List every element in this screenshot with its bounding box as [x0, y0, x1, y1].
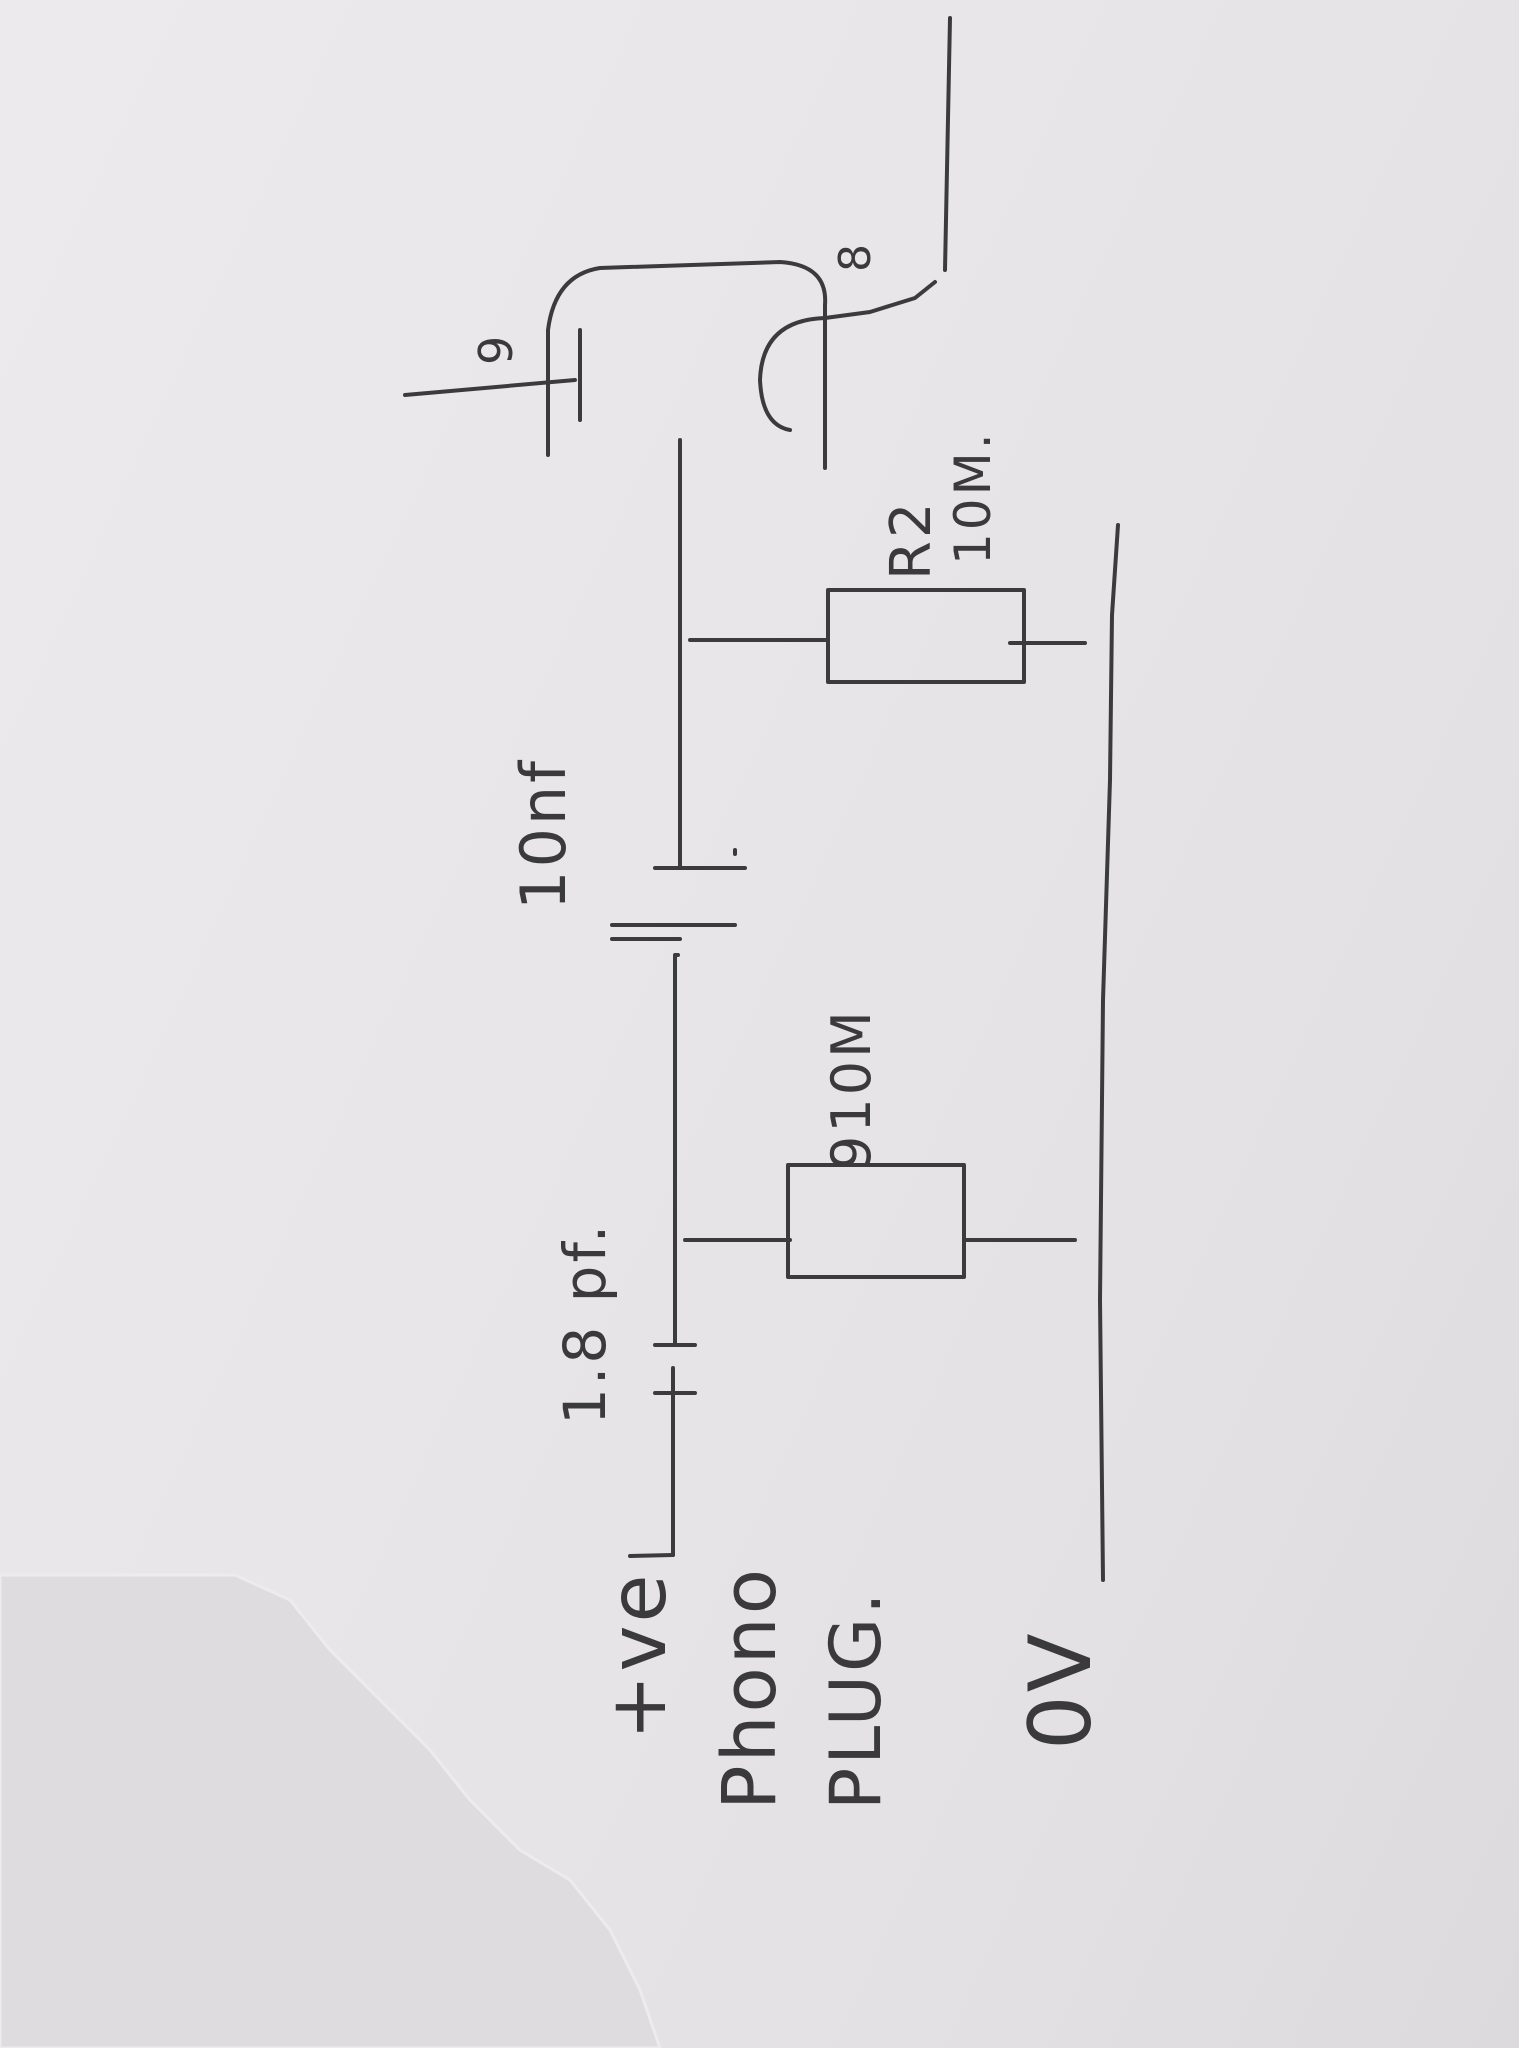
pin-9-label: 9	[469, 333, 523, 365]
signal-wire-1	[673, 953, 680, 1347]
svg-text:10nf: 10nf	[507, 758, 580, 910]
tube-envelope	[546, 260, 828, 470]
svg-text:Phono: Phono	[707, 1566, 793, 1810]
capacitor-2-label: 10nf	[507, 758, 580, 910]
pin-8-label: 8	[830, 241, 881, 272]
output-lead	[943, 16, 952, 272]
svg-text:+ve: +ve	[594, 1571, 684, 1740]
plus-ve-label: +ve	[594, 1571, 684, 1740]
tube-anode-lead	[403, 378, 577, 397]
zero-v-label: 0V	[1011, 1630, 1111, 1750]
svg-text:PLUG.: PLUG.	[815, 1590, 897, 1810]
resistor-r2-name-label: R2	[879, 499, 944, 580]
svg-text:9: 9	[469, 333, 523, 365]
ground-rail	[1098, 523, 1120, 1582]
svg-text:8: 8	[830, 241, 881, 272]
svg-text:R2: R2	[879, 499, 944, 580]
torn-paper-edge	[0, 1573, 662, 2048]
svg-text:0V: 0V	[1011, 1630, 1111, 1750]
svg-text:910M: 910M	[820, 1008, 883, 1170]
svg-text:1.8 pf.: 1.8 pf.	[551, 1222, 619, 1425]
svg-text:10M.: 10M.	[944, 430, 1002, 565]
resistor-r2-body	[826, 588, 1026, 684]
capacitor-1-label: 1.8 pf.	[551, 1222, 619, 1425]
plug-label: PLUG.	[815, 1590, 897, 1810]
tube-cathode	[758, 280, 937, 432]
resistor-r2-value-label: 10M.	[944, 430, 1002, 565]
input-wire	[628, 1553, 675, 1558]
phono-label: Phono	[707, 1566, 793, 1810]
resistor-910m-label: 910M	[820, 1008, 883, 1170]
resistor-910m-body	[786, 1163, 966, 1279]
